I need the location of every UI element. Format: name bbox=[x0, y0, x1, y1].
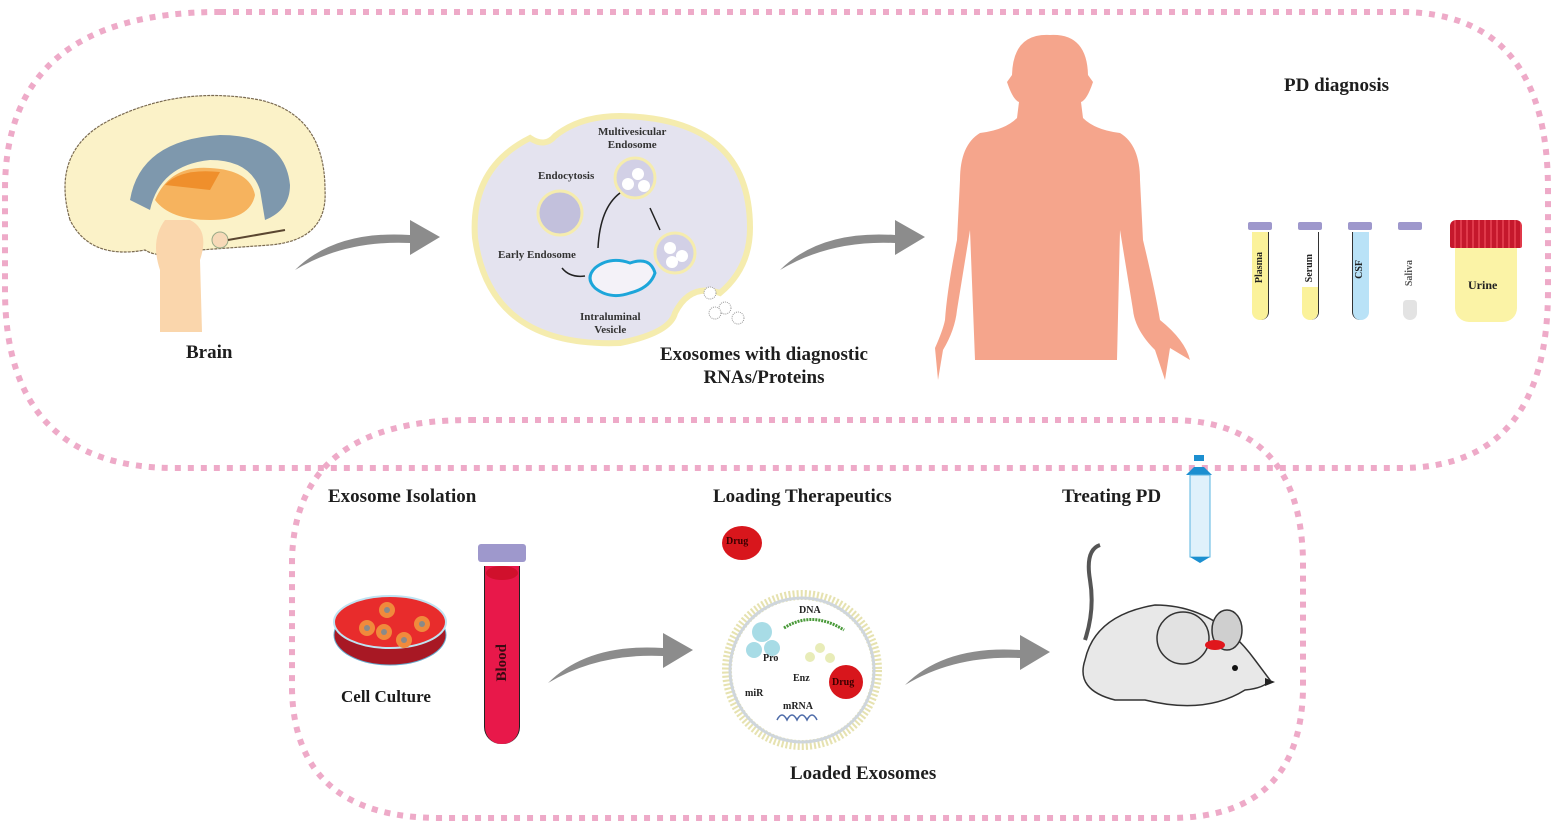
urine-label: Urine bbox=[1468, 278, 1498, 292]
human-body-illustration bbox=[935, 34, 1190, 381]
urine-container: Urine bbox=[1450, 220, 1522, 324]
arrow-icon bbox=[905, 635, 1050, 685]
multivesicular-label: Multivesicular Endosome bbox=[598, 126, 667, 151]
csf-label: CSF bbox=[1354, 260, 1365, 279]
serum-label: Serum bbox=[1304, 254, 1315, 283]
exosome-caption: Exosomes with diagnostic RNAs/Proteins bbox=[660, 344, 868, 388]
intraluminal-label: Intraluminal Vesicle bbox=[580, 311, 641, 336]
mouse-illustration bbox=[1082, 543, 1275, 707]
exosome-isolation-title: Exosome Isolation bbox=[328, 486, 477, 507]
cargo-mir-label: miR bbox=[745, 688, 764, 699]
cargo-pro-label: Pro bbox=[763, 653, 779, 664]
tube-plasma: Plasma bbox=[1248, 222, 1272, 322]
arrow-icon bbox=[548, 633, 693, 683]
arrow-icon bbox=[295, 220, 440, 270]
cargo-drug-label: Drug bbox=[832, 677, 855, 688]
petri-dish-illustration bbox=[333, 595, 447, 666]
loaded-exosome-illustration bbox=[722, 590, 882, 750]
cargo-mrna-label: mRNA bbox=[783, 701, 813, 712]
blood-label: Blood bbox=[494, 644, 510, 682]
top-panel-border bbox=[1, 9, 1551, 471]
tube-csf: CSF bbox=[1348, 222, 1372, 322]
drug-sphere: Drug bbox=[722, 526, 762, 560]
early-endosome-label: Early Endosome bbox=[498, 249, 576, 261]
pd-diagnosis-title: PD diagnosis bbox=[1284, 75, 1390, 96]
tube-saliva: Saliva bbox=[1398, 222, 1422, 322]
arrow-icon bbox=[780, 220, 925, 270]
brainstem bbox=[156, 220, 204, 332]
brain-illustration bbox=[64, 94, 326, 332]
saliva-label: Saliva bbox=[1404, 260, 1415, 287]
treating-pd-title: Treating PD bbox=[1062, 486, 1162, 507]
plasma-label: Plasma bbox=[1254, 252, 1265, 284]
brain-label: Brain bbox=[186, 342, 233, 363]
blood-tube: Blood bbox=[478, 544, 526, 748]
loaded-exosomes-caption: Loaded Exosomes bbox=[790, 763, 937, 784]
intraluminal-vesicle bbox=[588, 258, 657, 298]
endocytosis-label: Endocytosis bbox=[538, 170, 595, 182]
cell-culture-label: Cell Culture bbox=[341, 687, 431, 706]
drug-label: Drug bbox=[726, 536, 749, 547]
loading-therapeutics-title: Loading Therapeutics bbox=[713, 486, 892, 507]
cargo-enz-label: Enz bbox=[793, 673, 810, 684]
cell-illustration bbox=[471, 112, 754, 347]
syringe-icon bbox=[1186, 455, 1212, 563]
bottom-panel-border bbox=[289, 417, 1306, 821]
tube-serum: Serum bbox=[1298, 222, 1322, 322]
cell-membrane bbox=[471, 112, 754, 347]
cargo-dna-label: DNA bbox=[799, 605, 821, 616]
